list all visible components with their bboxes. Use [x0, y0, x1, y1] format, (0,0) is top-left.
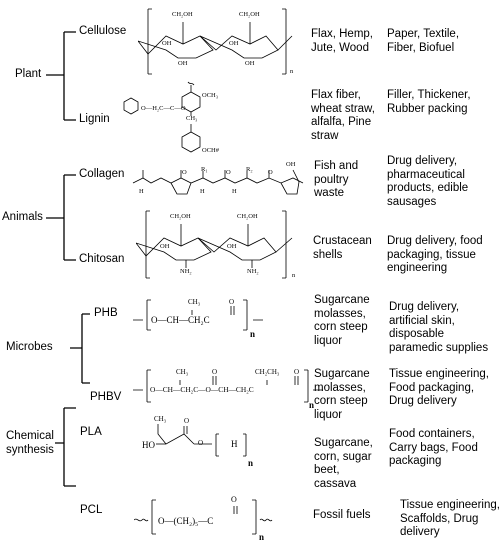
collagen-structure — [132, 169, 304, 195]
source-collagen: Fish and poultry waste — [314, 160, 359, 200]
polymer-chitosan: Chitosan — [79, 253, 125, 265]
phbv-structure — [133, 369, 323, 403]
phb-structure — [133, 299, 263, 331]
pla-h: H — [231, 439, 238, 449]
chitosan-oh-2: OH — [227, 243, 237, 250]
chitosan-ch2oh-2: CH₂OH — [237, 213, 258, 220]
source-lignin: Flax fiber, wheat straw, alfalfa, Pine s… — [311, 89, 375, 142]
pcl-chain: O—(CH₂)₅—C — [158, 516, 214, 526]
chitosan-nh2-1: NH₂ — [180, 268, 192, 275]
pla-n: n — [248, 458, 254, 468]
cellulose-oh-4: OH — [245, 60, 255, 67]
chitosan-oh-1: OH — [160, 243, 170, 250]
polymer-phbv: PHBV — [90, 391, 122, 403]
uses-phbv: Tissue engineering, Food packaging, Drug… — [389, 368, 489, 408]
collagen-r2: R₂ — [246, 166, 253, 173]
phbv-o-2: O — [294, 368, 300, 376]
cellulose-ch2oh-2: CH₂OH — [239, 11, 260, 18]
group-animals: Animals — [2, 211, 43, 223]
group-microbes: Microbes — [6, 341, 53, 353]
group-plant: Plant — [15, 68, 42, 80]
pcl-o: O — [231, 495, 237, 504]
source-pcl: Fossil fuels — [313, 509, 371, 521]
phbv-n: n — [309, 400, 315, 410]
phbv-ch3: CH₃ — [176, 368, 189, 376]
cellulose-oh-2: OH — [229, 40, 239, 47]
uses-cellulose: Paper, Textile, Fiber, Biofuel — [387, 28, 460, 54]
chitosan-n: n — [292, 272, 296, 279]
polymer-cellulose: Cellulose — [79, 25, 127, 37]
pcl-structure — [134, 499, 273, 535]
lignin-cho: OCH# — [202, 147, 219, 154]
group-chemical-synthesis: Chemical synthesis — [6, 430, 54, 456]
cellulose-ch2oh-1: CH₂OH — [172, 11, 193, 18]
lignin-ch3: CH₃ — [186, 115, 198, 122]
pla-o-2: O — [198, 439, 204, 447]
collagen-r1: R₁ — [201, 166, 208, 173]
uses-lignin: Filler, Thickener, Rubber packing — [387, 89, 471, 115]
lignin-och3: OCH₃ — [202, 92, 218, 99]
lignin-structure — [123, 81, 201, 153]
source-chitosan: Crustacean shells — [313, 235, 372, 261]
phbv-chain: O—CH—CH₂C—O—CH—CH₂C — [150, 385, 254, 394]
collagen-h-3: H — [232, 188, 237, 195]
phbv-ch2ch3: CH₂CH₃ — [255, 368, 280, 376]
uses-chitosan: Drug delivery, food packaging, tissue en… — [387, 235, 483, 275]
lignin-chain: O—H₂C—C—O — [141, 105, 186, 112]
chitosan-structure — [136, 210, 293, 279]
source-phb: Sugarcane molasses, corn steep liquor — [314, 294, 370, 347]
pla-structure — [156, 424, 247, 457]
pcl-n: n — [259, 532, 265, 542]
collagen-o-3: O — [268, 169, 273, 176]
collagen-oh: OH — [286, 161, 296, 168]
cellulose-oh-1: OH — [162, 40, 172, 47]
source-cellulose: Flax, Hemp, Jute, Wood — [311, 28, 373, 54]
collagen-h-1: H — [139, 188, 144, 195]
polymer-collagen: Collagen — [79, 168, 125, 180]
uses-collagen: Drug delivery, pharmaceutical products, … — [387, 155, 469, 208]
source-pla: Sugarcane, corn, sugar beet, cassava — [314, 437, 373, 490]
uses-phb: Drug delivery, artificial skin, disposab… — [389, 301, 489, 354]
source-phbv: Sugarcane molasses, corn steep liquor — [314, 368, 370, 421]
cellulose-structure — [138, 8, 293, 75]
collagen-h-2: H — [200, 188, 205, 195]
phb-n: n — [250, 329, 256, 339]
chitosan-nh2-2: NH₂ — [247, 268, 259, 275]
polymer-pcl: PCL — [80, 504, 103, 516]
uses-pla: Food containers, Carry bags, Food packag… — [389, 428, 478, 468]
polymer-lignin: Lignin — [79, 113, 110, 125]
uses-pcl: Tissue engineering, Scaffolds, Drug deli… — [400, 499, 499, 539]
collagen-o-1: O — [182, 169, 187, 176]
phb-ch3: CH₃ — [188, 298, 201, 306]
phbv-o-1: O — [212, 368, 218, 376]
pla-o-1: O — [184, 417, 190, 425]
phb-o: O — [229, 298, 235, 306]
collagen-o-2: O — [226, 169, 231, 176]
phb-chain: O—CH—CH₂C — [151, 315, 210, 325]
polymer-pla: PLA — [80, 426, 102, 438]
chitosan-ch2oh-1: CH₂OH — [170, 213, 191, 220]
cellulose-oh-3: OH — [178, 60, 188, 67]
cellulose-n: n — [290, 68, 294, 75]
pla-ch3: CH₃ — [154, 415, 167, 423]
polymer-phb: PHB — [94, 307, 118, 319]
pla-ho: HO — [142, 440, 155, 450]
